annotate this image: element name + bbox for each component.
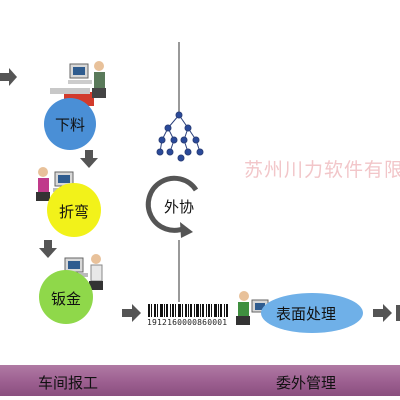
step-cutting: 下料 — [44, 114, 96, 136]
workstation-cutting-icon — [50, 61, 106, 106]
process-diagram — [0, 42, 400, 333]
step-circle-cutting — [44, 98, 96, 150]
step-bending: 折弯 — [47, 201, 101, 223]
cycle-arrowhead-icon — [180, 222, 193, 238]
step-sheetmetal: 钣金 — [39, 288, 93, 310]
right-arrow-icon — [122, 304, 141, 322]
surface-label: 表面处理 — [276, 305, 337, 323]
barcode-icon — [148, 304, 228, 317]
down-arrow-icon — [39, 240, 57, 258]
step-label: 下料 — [54, 116, 85, 134]
cycle-arrow-icon — [145, 175, 199, 233]
footer-bar — [0, 365, 400, 396]
step-label: 钣金 — [50, 290, 81, 308]
barcode-number: 1912160000860001 — [147, 318, 228, 327]
outsource-label: 外协 — [164, 198, 195, 216]
exit-arrow-icon — [373, 304, 400, 322]
workstation-surface-icon — [236, 291, 269, 325]
surface-ellipse — [261, 293, 363, 333]
down-arrow-icon — [80, 150, 98, 168]
footer-tab-outsource[interactable]: 委外管理 — [276, 374, 337, 392]
network-tree-icon — [156, 111, 204, 162]
step-label: 折弯 — [58, 203, 89, 221]
step-circle-bending — [47, 183, 101, 237]
step-circle-sheetmetal — [39, 270, 93, 324]
watermark-text: 苏州川力软件有限 — [244, 159, 400, 181]
entry-arrow-icon — [0, 68, 17, 86]
footer-tab-workshop[interactable]: 车间报工 — [38, 374, 99, 392]
workstation-sheetmetal-icon — [62, 254, 103, 290]
